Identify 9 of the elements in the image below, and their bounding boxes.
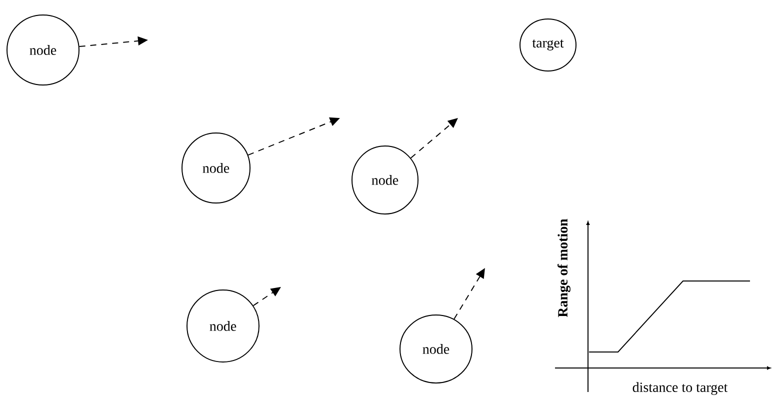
axis-label: distance to target: [632, 382, 728, 395]
circle-node: node: [6, 14, 80, 86]
circle-node: node: [352, 146, 418, 214]
arrow: [410, 118, 458, 159]
circle-node: node: [186, 290, 260, 362]
axis-label: Range of motion: [558, 218, 570, 318]
circle-node: node: [400, 314, 472, 384]
circle-node: target: [520, 18, 576, 72]
circle-node: node: [182, 132, 250, 204]
